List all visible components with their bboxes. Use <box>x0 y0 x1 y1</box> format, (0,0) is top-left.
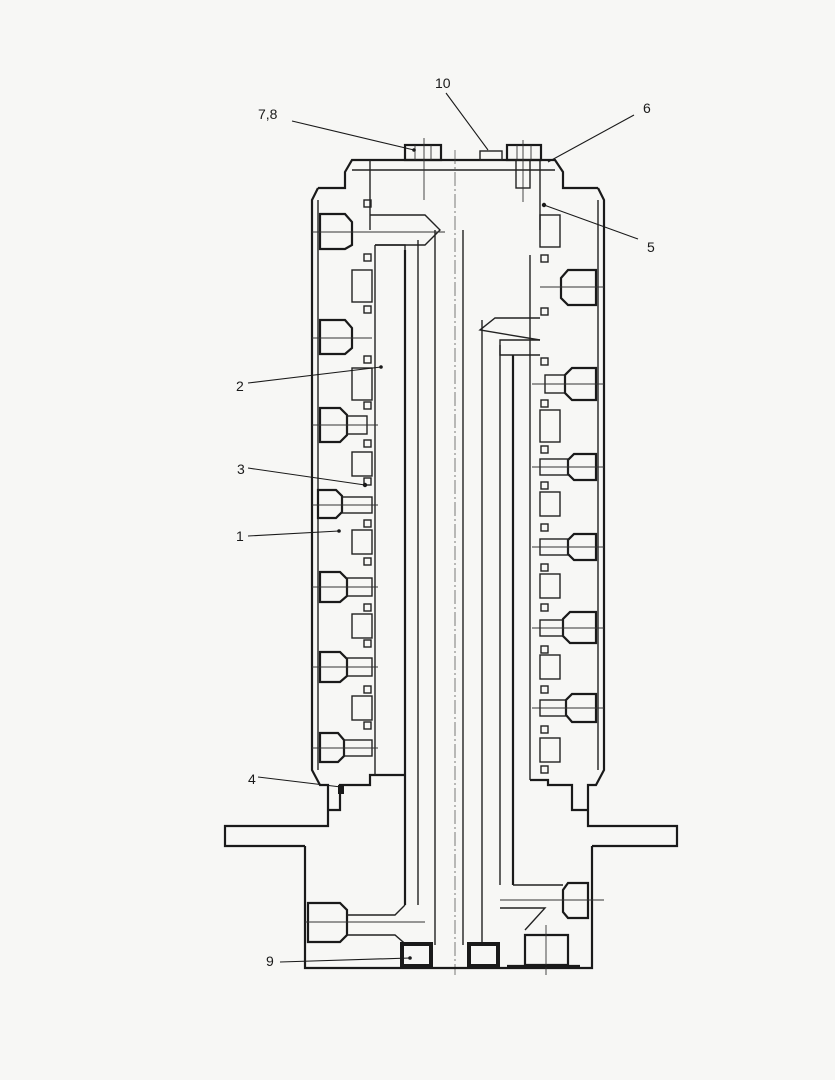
leader-dot <box>362 482 368 488</box>
leader-dot <box>337 529 341 533</box>
spindle <box>370 214 541 945</box>
callout-5: 5 <box>647 239 655 255</box>
leader-dot <box>379 365 383 369</box>
callout-9: 9 <box>266 953 274 969</box>
housing <box>310 187 606 812</box>
callout-1: 1 <box>236 528 244 544</box>
base-block <box>303 846 604 975</box>
top-cover <box>318 158 598 230</box>
right-ports <box>532 214 604 774</box>
cover-bolt-right <box>505 140 543 202</box>
callout-10: 10 <box>435 75 451 91</box>
callout-3: 3 <box>237 461 245 477</box>
leader-marker <box>338 785 344 794</box>
leader-dot <box>541 202 547 208</box>
leader-lines <box>247 92 639 963</box>
leader-dot <box>408 956 412 960</box>
cover-bolt-left <box>403 138 443 200</box>
callout-4: 4 <box>248 771 256 787</box>
leader-dot <box>412 148 416 152</box>
callout-7-8: 7,8 <box>258 106 278 122</box>
cover-bolt-center <box>479 150 503 161</box>
callout-2: 2 <box>236 378 244 394</box>
left-ports <box>312 199 445 764</box>
mounting-flange <box>223 810 679 848</box>
callout-6: 6 <box>643 100 651 116</box>
